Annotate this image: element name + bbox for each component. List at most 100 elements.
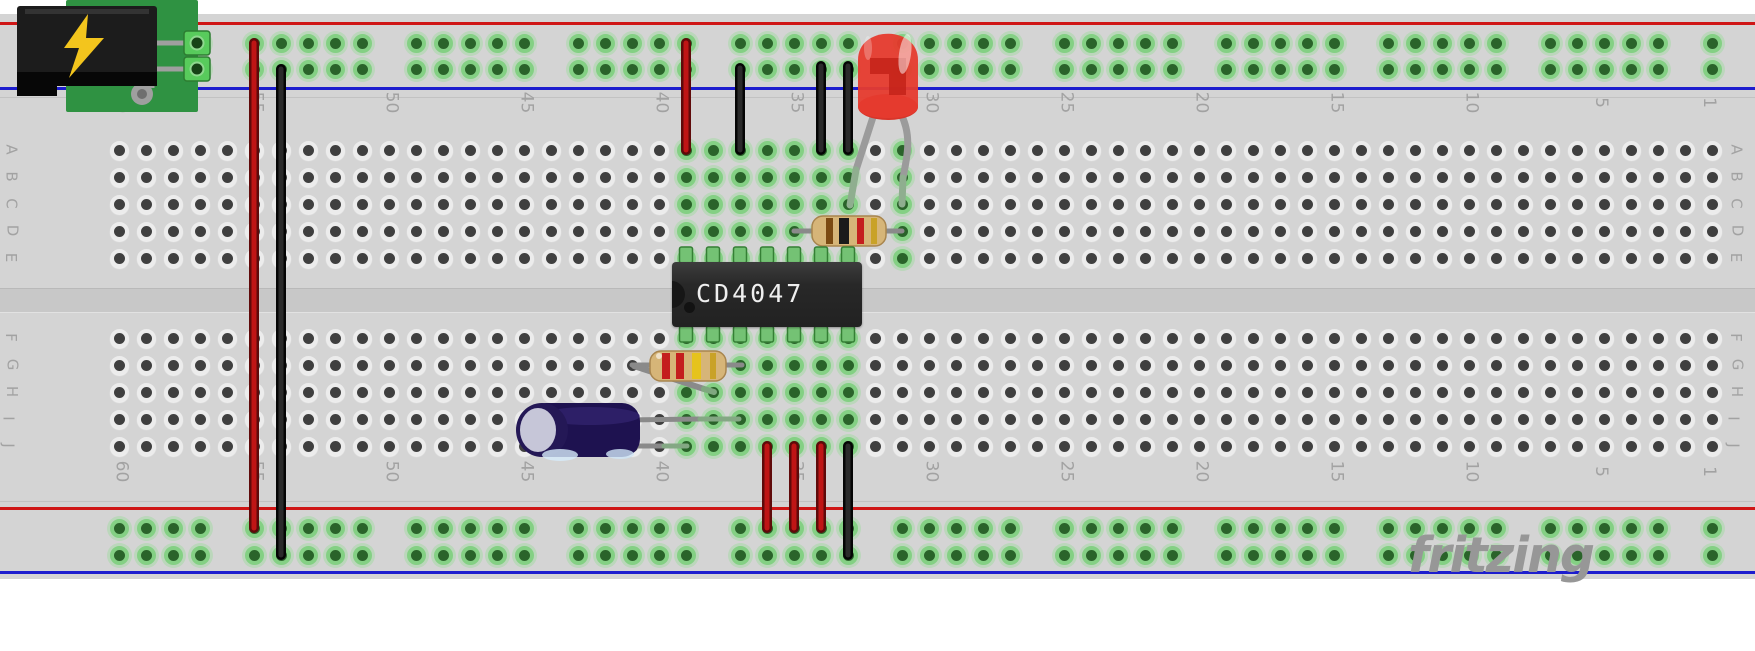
rail-line [0,507,1755,510]
breadboard-hole-connected [811,194,831,214]
breadboard-hole-connected [838,409,858,429]
breadboard-hole-connected [892,194,912,214]
breadboard-hole-connected [730,59,750,79]
breadboard-hole [1459,328,1479,348]
breadboard-hole [298,382,318,402]
breadboard-hole [1648,140,1668,160]
breadboard-hole [1351,221,1371,241]
breadboard-hole-connected [892,167,912,187]
breadboard-hole-connected [1594,59,1614,79]
breadboard-hole [244,436,264,456]
breadboard-hole [1702,382,1722,402]
breadboard-hole [1189,355,1209,375]
breadboard-hole-connected [892,59,912,79]
breadboard-hole-connected [271,545,291,565]
ic-notch-icon [672,281,685,308]
breadboard-hole [163,328,183,348]
breadboard-hole [460,355,480,375]
breadboard-hole-connected [730,167,750,187]
breadboard-hole [973,248,993,268]
breadboard-hole [460,436,480,456]
breadboard-hole [622,355,642,375]
breadboard-hole [568,355,588,375]
breadboard-hole [649,382,669,402]
breadboard-hole [1135,194,1155,214]
breadboard-hole [1540,194,1560,214]
breadboard-hole [865,194,885,214]
breadboard-hole [298,140,318,160]
breadboard-hole [244,140,264,160]
breadboard-hole-connected [1243,33,1263,53]
row-letter-label: I [0,416,18,421]
breadboard-hole [595,248,615,268]
breadboard-hole [622,194,642,214]
breadboard-hole-connected [1378,545,1398,565]
breadboard-hole-connected [1567,545,1587,565]
breadboard-hole [1378,248,1398,268]
breadboard-hole [973,194,993,214]
breadboard-hole [1027,194,1047,214]
breadboard-hole-connected [109,33,129,53]
breadboard-hole [514,248,534,268]
breadboard-hole [1135,221,1155,241]
breadboard-hole [325,355,345,375]
breadboard-hole [1135,328,1155,348]
breadboard-hole [1351,328,1371,348]
breadboard-hole [1513,221,1533,241]
breadboard-hole-connected [919,59,939,79]
breadboard-hole [1351,436,1371,456]
column-number-label: 40 [651,91,672,114]
breadboard-hole [163,248,183,268]
breadboard-hole [460,167,480,187]
breadboard-hole-connected [1621,59,1641,79]
breadboard-hole [163,194,183,214]
breadboard-hole [1135,248,1155,268]
breadboard-hole [1216,167,1236,187]
breadboard-hole [1621,140,1641,160]
breadboard-hole [190,167,210,187]
breadboard-hole-connected [730,140,750,160]
ic-cd4047[interactable]: CD4047 [672,262,862,327]
breadboard-hole [244,221,264,241]
breadboard-hole [325,221,345,241]
breadboard-hole [1243,167,1263,187]
breadboard-hole [622,140,642,160]
breadboard-hole [352,382,372,402]
breadboard-hole [1000,382,1020,402]
breadboard-hole-connected [1567,518,1587,538]
breadboard-hole [1054,140,1074,160]
breadboard-hole [1432,167,1452,187]
breadboard-hole [568,248,588,268]
breadboard-hole-connected [325,33,345,53]
breadboard-hole-connected [1648,518,1668,538]
breadboard-hole [1675,221,1695,241]
breadboard-hole [1216,436,1236,456]
breadboard-hole [379,248,399,268]
breadboard-hole [298,436,318,456]
breadboard-hole [1432,248,1452,268]
breadboard-hole [1243,409,1263,429]
rail-line [0,22,1755,25]
breadboard-hole-connected [1405,59,1425,79]
breadboard-hole [1459,355,1479,375]
row-letter-label: D [1728,224,1747,237]
breadboard-hole-connected [811,382,831,402]
breadboard-hole [298,167,318,187]
breadboard-hole-connected [433,33,453,53]
breadboard-hole [109,140,129,160]
breadboard-hole-connected [595,545,615,565]
breadboard-hole-connected [1297,518,1317,538]
breadboard-hole [1675,328,1695,348]
breadboard-hole [1162,328,1182,348]
breadboard-hole [406,140,426,160]
breadboard-hole [271,221,291,241]
column-number-label: 60 [111,91,132,114]
breadboard-hole [865,382,885,402]
breadboard-hole [1189,140,1209,160]
sep-line [0,501,1755,502]
breadboard-hole [1621,409,1641,429]
breadboard-hole [325,436,345,456]
breadboard-hole [217,355,237,375]
breadboard-hole [1000,140,1020,160]
